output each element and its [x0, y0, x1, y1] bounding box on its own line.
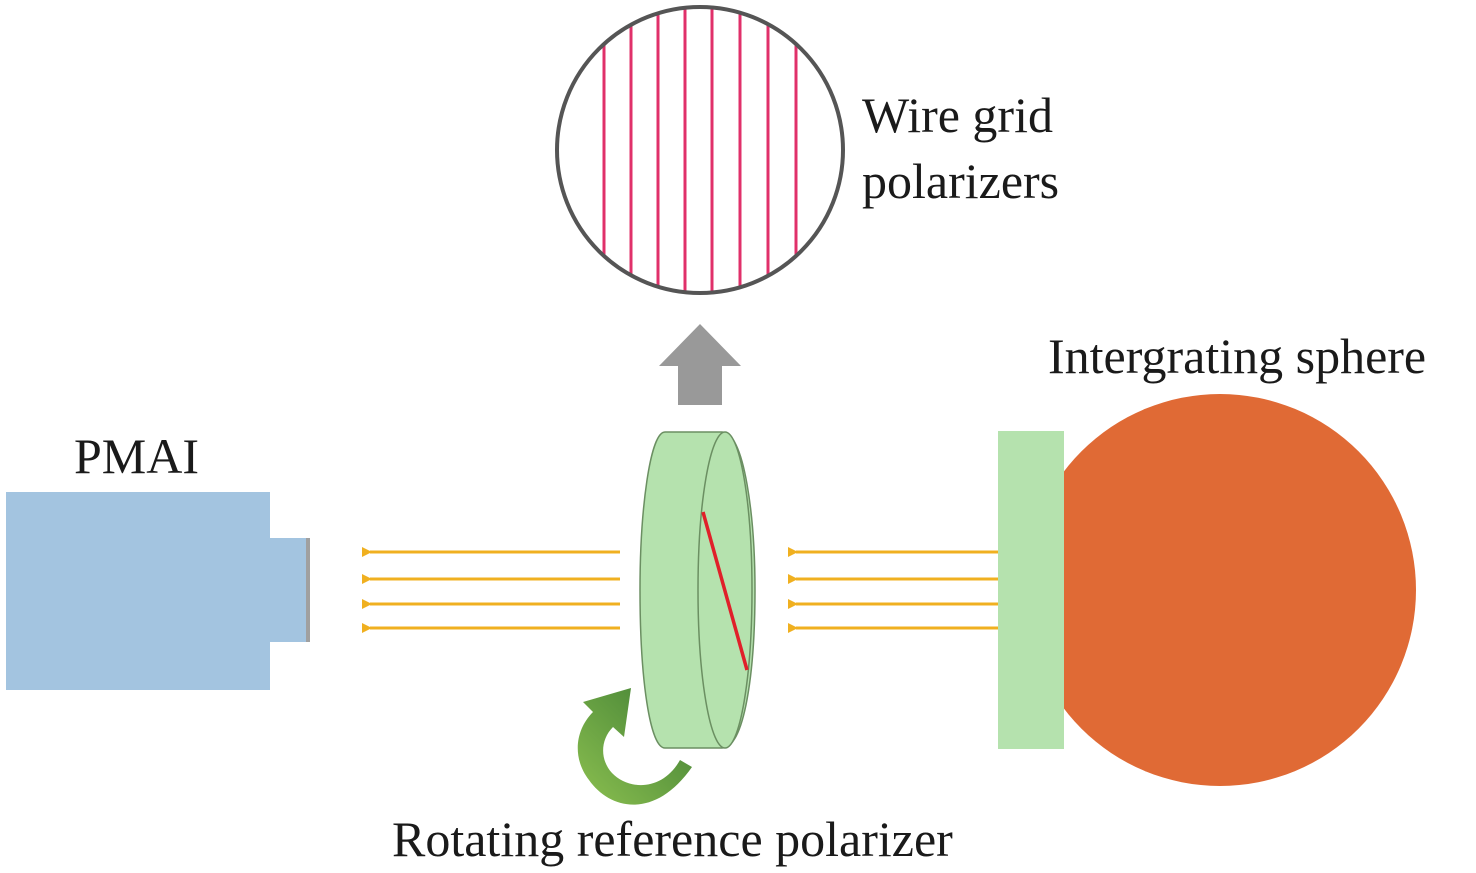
wire-grid-outline	[555, 5, 845, 295]
integrating-sphere	[998, 394, 1416, 786]
camera-label: PMAI	[74, 428, 199, 484]
wire-grid-label-line2: polarizers	[862, 153, 1059, 209]
sphere-port	[998, 431, 1064, 749]
sphere-body	[1024, 394, 1416, 786]
wire-grid-label-line1: Wire grid	[862, 87, 1053, 143]
pmai-camera	[6, 492, 310, 690]
up-arrow-icon	[659, 324, 741, 405]
rotation-arrow-icon	[577, 688, 692, 805]
light-rays-left	[362, 547, 620, 633]
polarizer-axis-line	[701, 511, 749, 671]
wire-grid-polarizer	[555, 5, 845, 295]
reference-polarizer-label: Rotating reference polarizer	[392, 811, 953, 867]
wire-grid-lines	[602, 7, 798, 293]
sphere-label: Intergrating sphere	[1048, 328, 1426, 384]
reference-polarizer	[639, 431, 756, 749]
camera-body	[6, 492, 306, 690]
